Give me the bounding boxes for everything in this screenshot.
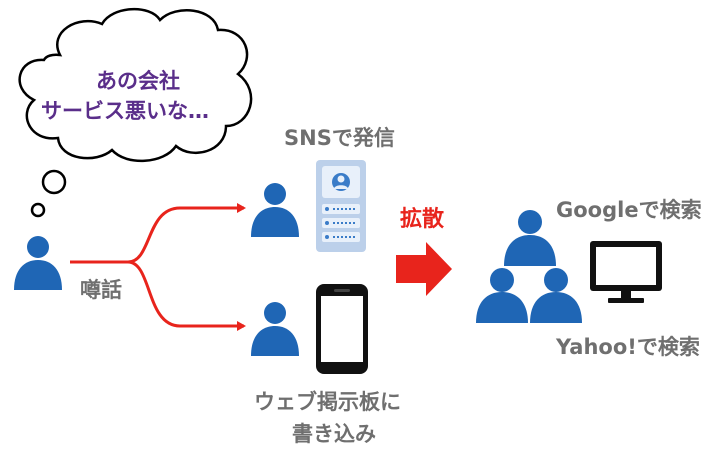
arrow-to-web: [127, 260, 246, 331]
arrow-right-icon: [396, 242, 452, 296]
person-icon: [530, 268, 582, 323]
server-icon: [316, 160, 366, 252]
web-post-label-line-1: ウェブ掲示板に: [254, 390, 401, 414]
google-search-label: Googleで検索: [556, 198, 702, 222]
smartphone-icon: [316, 284, 368, 374]
thought-dot-small: [30, 202, 46, 218]
person-icon: [14, 236, 62, 290]
person-icon: [251, 302, 299, 356]
person-icon: [251, 183, 299, 237]
yahoo-search-label: Yahoo!で検索: [556, 335, 700, 359]
person-icon: [476, 268, 528, 323]
thought-dot-large: [41, 169, 67, 195]
person-icon: [504, 210, 556, 266]
rumor-label: 噂話: [80, 278, 122, 302]
rumor-branch-arrows: [70, 203, 246, 331]
arrow-to-sns: [70, 203, 246, 264]
sns-post-label: SNSで発信: [284, 126, 395, 150]
web-post-label-line-2: 書き込み: [292, 422, 376, 446]
monitor-icon: [590, 241, 662, 303]
thought-line-1: あの会社: [96, 69, 180, 93]
thought-bubble: [18, 7, 253, 218]
spread-label: 拡散: [400, 207, 445, 232]
thought-line-2: サービス悪いな…: [41, 99, 209, 123]
